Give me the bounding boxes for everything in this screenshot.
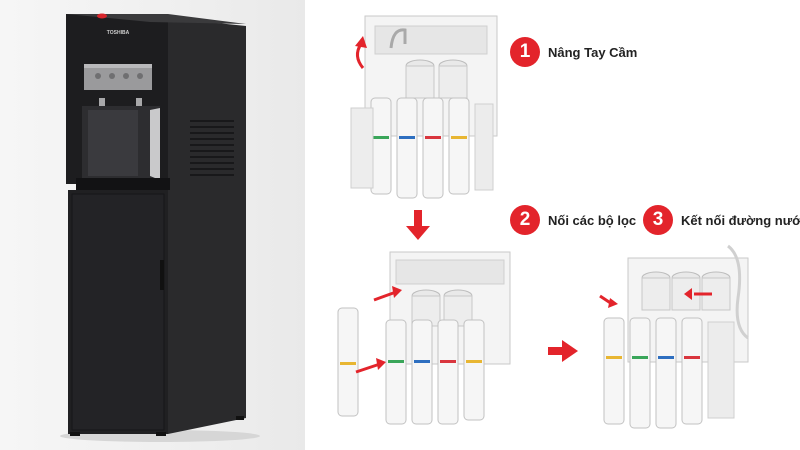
step-label: Kết nối đường nước xyxy=(681,212,800,228)
brand-logo: TOSHIBA xyxy=(107,30,130,36)
step-number-badge: 1 xyxy=(510,37,540,67)
arrow-down-icon xyxy=(406,210,430,240)
step-2: 2 Nối các bộ lọc xyxy=(510,205,636,235)
step-number-badge: 2 xyxy=(510,205,540,235)
step-label: Nối các bộ lọc xyxy=(548,212,637,228)
filter-assembly-step2 xyxy=(337,251,511,425)
water-dispenser-illustration: TOSHIBA xyxy=(60,13,260,442)
arrow-right-icon xyxy=(548,340,578,362)
step-label: Nâng Tay Cầm xyxy=(548,44,638,60)
filter-assembly-step3 xyxy=(599,244,749,429)
filter-assembly-step1 xyxy=(350,15,498,199)
step-3: 3 Kết nối đường nước xyxy=(643,205,800,235)
step-1: 1 Nâng Tay Cầm xyxy=(510,37,637,67)
step-number-badge: 3 xyxy=(643,205,673,235)
